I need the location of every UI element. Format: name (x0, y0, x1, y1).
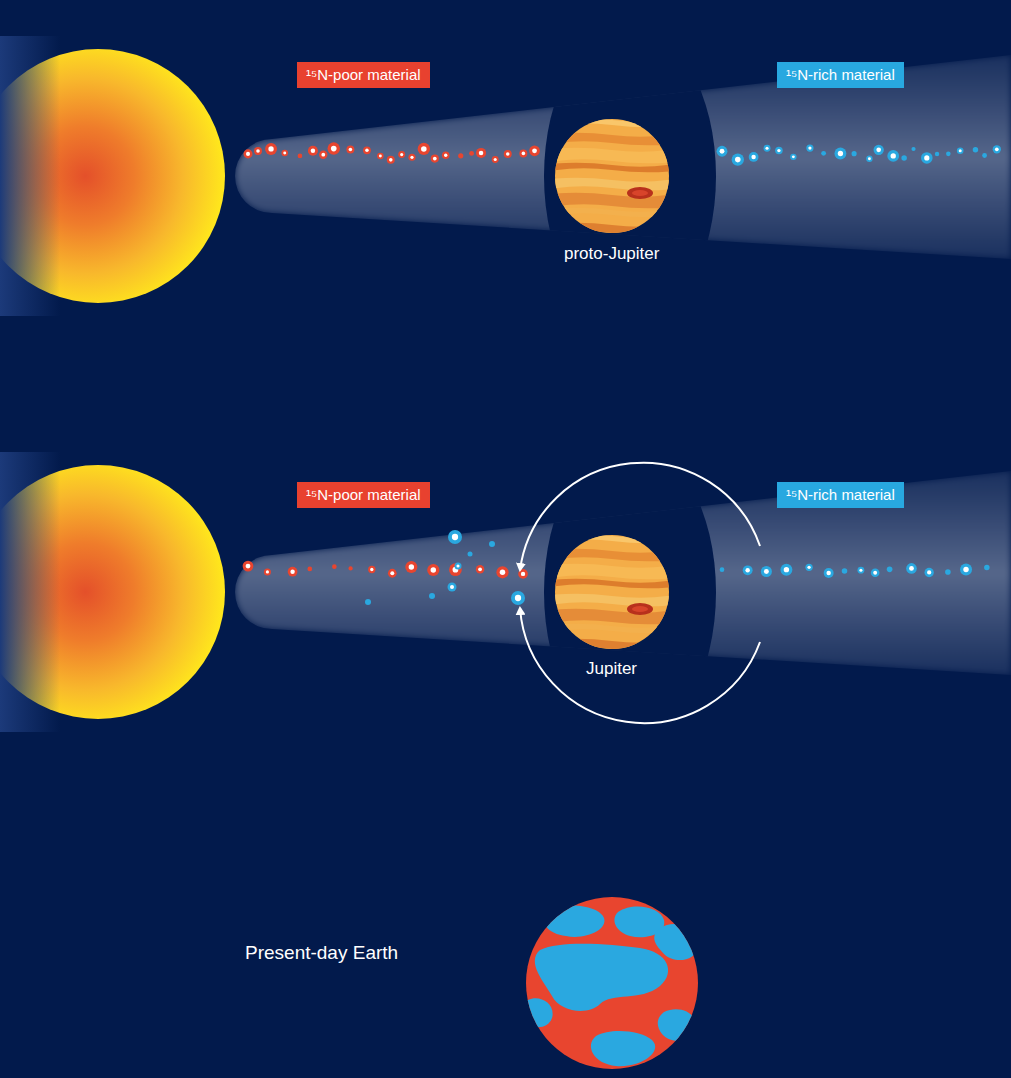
panel (0, 26, 1011, 326)
planet-label: Jupiter (586, 659, 637, 679)
material-tag: ¹⁵N-poor material (297, 62, 430, 88)
protoplanetary-disk (235, 55, 1011, 259)
sun-edge-fade (0, 36, 60, 316)
tag-text: ¹⁵N-rich material (786, 66, 895, 83)
jupiter-planet (550, 118, 674, 236)
material-tag: ¹⁵N-rich material (777, 482, 904, 508)
tag-text: ¹⁵N-poor material (306, 66, 421, 83)
sun-edge-fade (0, 452, 60, 732)
disk-gap (544, 26, 716, 326)
material-tag: ¹⁵N-poor material (297, 482, 430, 508)
planet-label: proto-Jupiter (564, 244, 659, 264)
panel (0, 442, 1011, 742)
earth (521, 897, 699, 1069)
orbital-arrows (520, 463, 760, 723)
jupiter-planet (550, 534, 674, 652)
tag-text: ¹⁵N-rich material (786, 486, 895, 503)
tag-text: ¹⁵N-poor material (306, 486, 421, 503)
planet-label: Present-day Earth (245, 943, 398, 963)
material-tag: ¹⁵N-rich material (777, 62, 904, 88)
protoplanetary-disk (235, 471, 1011, 675)
